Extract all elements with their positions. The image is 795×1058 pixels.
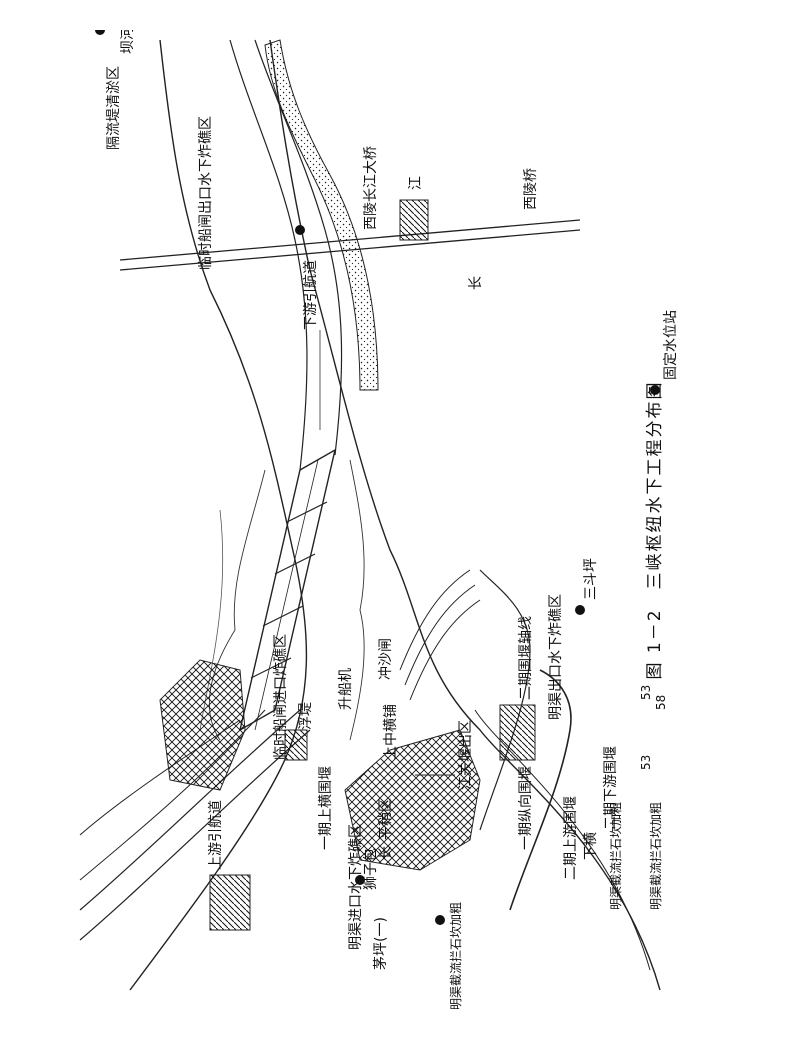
- label-floating-dyke: 浮堤: [298, 702, 314, 730]
- label-shizibao: 狮子包: [363, 848, 379, 890]
- label-temp-lock-inlet: 临时船闸进口炸礁区: [273, 634, 289, 760]
- engineering-map: 坝河口 隔流堤清淤区 江 西陵桥 西陵长江大桥 临时船闸出口水下炸礁区 下游引航…: [79, 30, 679, 1010]
- label-channel-inlet: 明渠进口水下炸礁区: [348, 824, 364, 950]
- channel-outlet-blast-zone: [499, 704, 536, 761]
- fixed-gauge-dot: [650, 385, 660, 395]
- label-channel-outlet: 明渠出口水下炸礁区: [548, 594, 564, 720]
- label-temp-lock-outlet: 临时船闸出口水下炸礁区: [198, 116, 214, 270]
- label-stone-sill-2: 明渠截流拦石坎加粗: [609, 802, 623, 910]
- maoping-dot: [435, 915, 445, 925]
- label-jiang: 江: [408, 176, 424, 190]
- label-phase-two-downstream: 二期下游围堰: [603, 746, 619, 830]
- label-downstream-channel: 下游引航道: [303, 260, 319, 330]
- label-elev-53b: 53: [639, 755, 653, 770]
- sandouping-dot: [575, 605, 585, 615]
- label-phase-two-upstream: 二期上游围堰: [563, 796, 579, 880]
- label-sandouping: 三斗坪: [583, 558, 599, 600]
- label-stone-sill-3: 明渠截流拦石坎加粗: [649, 802, 663, 910]
- label-xiling-bridge-short: 西陵桥: [523, 168, 539, 210]
- xiling-bridge-line-1: [119, 229, 581, 271]
- left-bank-crosshatch-zone: [344, 729, 481, 871]
- xiling-bridge-line-2: [119, 219, 581, 261]
- label-phase-one-upper: 一期上横围堰: [318, 766, 334, 850]
- channel-inlet-blast-zone: [209, 874, 251, 931]
- bahekou-dot: [95, 30, 105, 35]
- separation-dyke-dredging-zone: [264, 39, 379, 391]
- temp-lock-inlet-blast-zone: [284, 729, 308, 761]
- temp-lock-outlet-blast-zone: [399, 199, 429, 241]
- label-upstream-channel: 上游引航道: [208, 800, 224, 870]
- phase-two-cofferdam-axis: [479, 569, 531, 831]
- label-flush-sluice: 冲沙闸: [378, 638, 394, 680]
- label-elev-53: 53: [639, 685, 653, 700]
- river-bank-south-inner: [474, 709, 651, 971]
- label-jiangguan: 江关堰出区: [458, 720, 474, 790]
- phase-two-downstream-cofferdam: [509, 669, 572, 911]
- map-frame: 坝河口 隔流堤清淤区 江 西陵桥 西陵长江大桥 临时船闸出口水下炸礁区 下游引航…: [60, 30, 680, 1030]
- label-xiling-yangtze-bridge: 西陵长江大桥: [363, 146, 379, 230]
- label-separation-dyke: 隔流堤清淤区: [106, 66, 122, 150]
- label-chang-1: 长: [468, 276, 484, 290]
- label-fixed-gauge: 固定水位站: [663, 310, 679, 380]
- label-elev-58: 58: [654, 695, 668, 710]
- river-bank-south: [269, 39, 661, 991]
- label-bahekou: 坝河口: [120, 30, 136, 54]
- label-upper-middle: 上中横铺: [383, 704, 399, 760]
- label-phase-one-longitudinal: 一期纵向围堰: [518, 766, 534, 850]
- figure-caption: 图 1－2 三峡枢纽水下工程分布图: [645, 380, 665, 679]
- downstream-channel-edge-1: [229, 39, 308, 471]
- shizibao-dot: [355, 875, 365, 885]
- right-bank-crosshatch-zone: [159, 659, 246, 791]
- upstream-channel-edge-1: [79, 729, 311, 941]
- downstream-channel-edge-2: [254, 39, 343, 456]
- label-ship-lift: 升船机: [338, 668, 354, 710]
- label-cofferdam-axis: 二期围堰轴线: [518, 616, 534, 700]
- label-maoping: 茅坪(一): [373, 917, 389, 970]
- label-ping-shao: 平稍区: [378, 798, 394, 840]
- label-stone-sill-1: 明渠截流拦石坎加粗: [449, 902, 463, 1010]
- label-xiaheng: 下横: [583, 832, 599, 860]
- label-chang-2: 长: [378, 846, 394, 860]
- upstream-channel-edge-2: [79, 709, 301, 911]
- xiling-bridge-dot: [295, 225, 305, 235]
